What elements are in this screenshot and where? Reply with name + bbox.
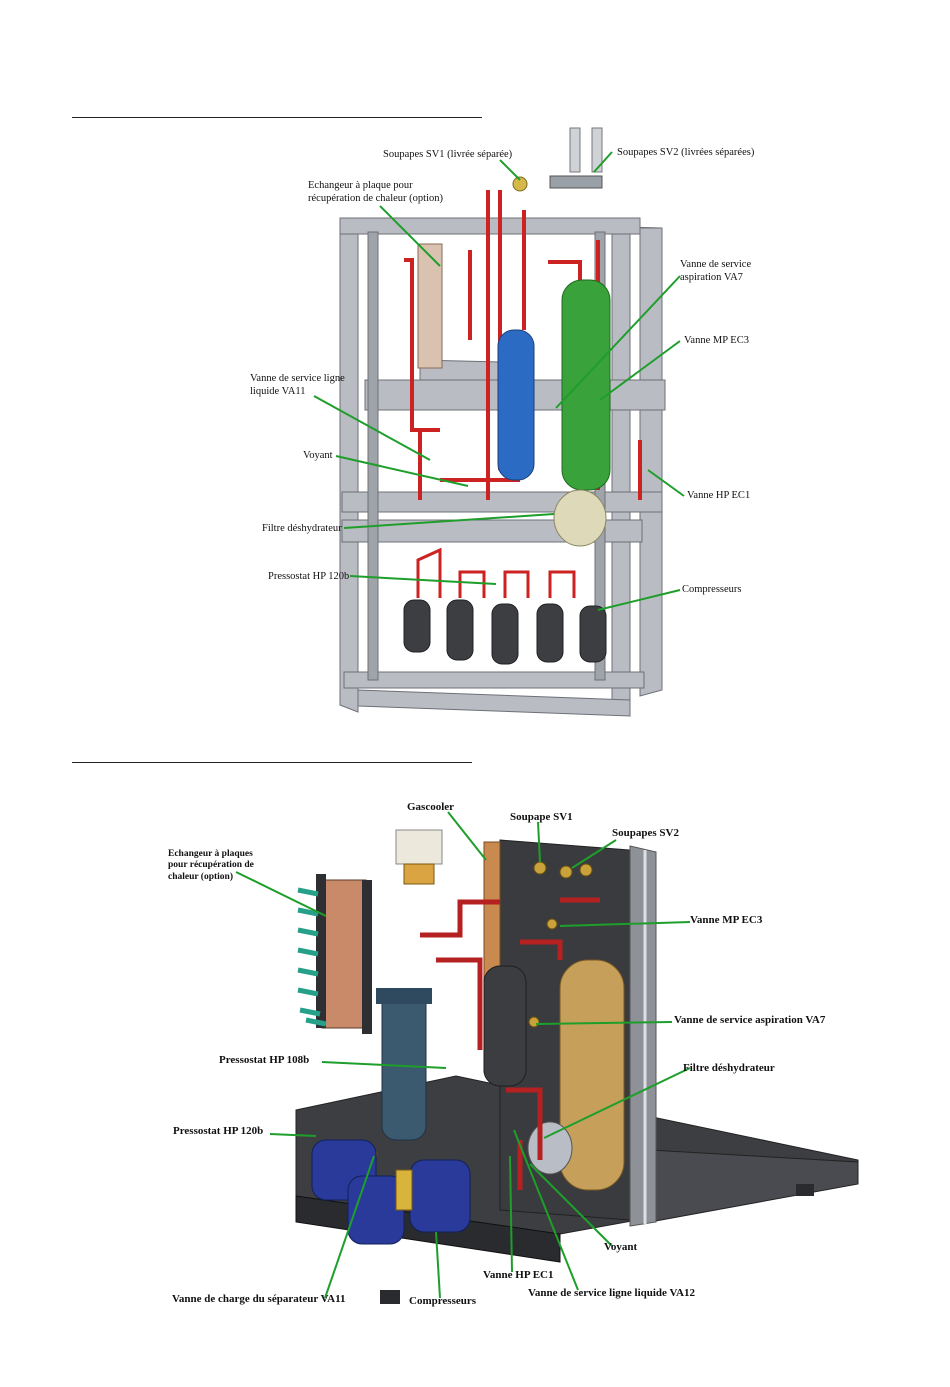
label-va11: Vanne de service ligne liquide VA11 [250, 373, 345, 397]
label-va7: Vanne de service aspiration VA7 [680, 259, 752, 283]
label-ec3: Vanne MP EC3 [690, 914, 763, 926]
label-ec1: Vanne HP EC1 [483, 1269, 554, 1281]
top-section-rule [72, 117, 482, 118]
label-va11: Vanne de charge du séparateur VA11 [172, 1293, 346, 1305]
label-voyant: Voyant [604, 1241, 638, 1253]
label-va12: Vanne de service ligne liquide VA12 [528, 1287, 695, 1299]
label-p108: Pressostat HP 108b [219, 1054, 310, 1066]
label-filtre: Filtre déshydrateur [262, 523, 342, 534]
label-ec3: Vanne MP EC3 [684, 335, 749, 346]
label-va7: Vanne de service aspiration VA7 [674, 1014, 826, 1026]
label-sv2: Soupapes SV2 (livrées séparées) [617, 147, 755, 158]
label-voyant: Voyant [303, 450, 333, 461]
label-compresseurs: Compresseurs [409, 1295, 477, 1307]
label-ec1: Vanne HP EC1 [687, 490, 751, 501]
label-exchanger: Echangeur à plaque pour récupération de … [308, 180, 443, 204]
label-sv2: Soupapes SV2 [612, 827, 679, 839]
label-filtre: Filtre déshydrateur [683, 1062, 775, 1074]
label-gascooler: Gascooler [407, 801, 455, 813]
top-unit-drawing [313, 127, 685, 717]
label-exchanger: Echangeur à plaques pour récupération de… [168, 849, 254, 882]
bottom-section-rule [72, 762, 472, 763]
label-sv1: Soupapes SV1 (livrée séparée) [383, 149, 513, 160]
label-p120: Pressostat HP 120b [173, 1125, 264, 1137]
label-sv1: Soupape SV1 [510, 811, 573, 823]
label-pressostat: Pressostat HP 120b [268, 571, 350, 582]
label-compresseurs: Compresseurs [682, 584, 742, 595]
top-unit-illustration: Soupapes SV1 (livrée séparée) Soupapes S… [250, 127, 755, 717]
